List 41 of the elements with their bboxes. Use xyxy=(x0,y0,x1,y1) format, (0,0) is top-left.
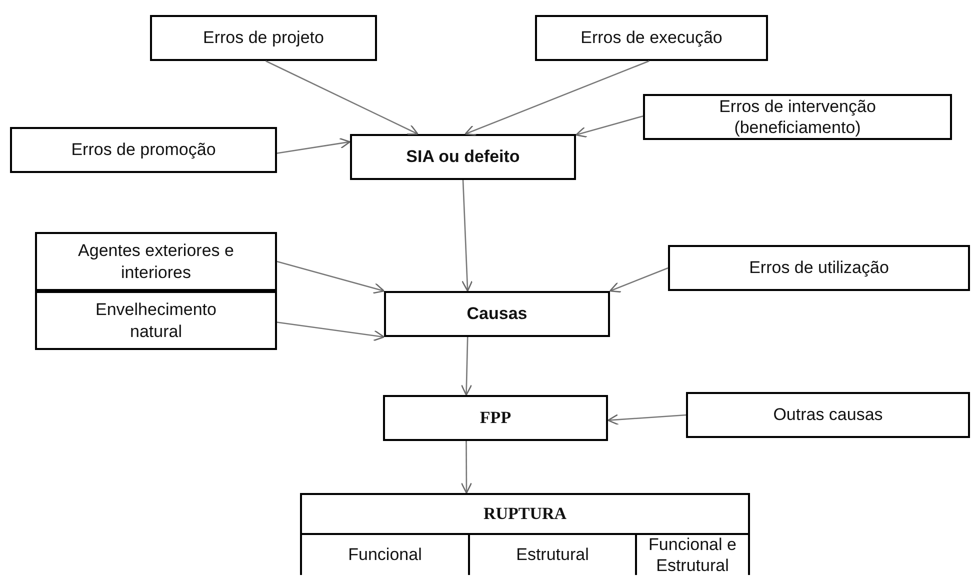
process-box xyxy=(468,533,635,575)
process-box xyxy=(686,392,970,438)
box-label: Erros de execução xyxy=(580,27,722,49)
process-box xyxy=(10,127,277,173)
table-header: RUPTURA xyxy=(482,503,568,524)
process-box xyxy=(383,395,608,441)
arrow xyxy=(464,60,650,136)
box-label: Erros de intervenção (beneficiamento) xyxy=(718,96,877,138)
arrow xyxy=(276,138,351,154)
box-label: SIA ou defeito xyxy=(406,146,520,168)
arrow xyxy=(265,60,418,135)
box-label: Erros de promoção xyxy=(71,139,216,161)
box-label: Erros de projeto xyxy=(203,27,324,49)
arrow xyxy=(607,414,686,426)
box-label: FPP xyxy=(480,407,512,429)
process-box xyxy=(535,15,768,61)
box-label: Erros de utilização xyxy=(749,257,889,279)
box-label: Agentes exteriores e interiores xyxy=(77,240,235,283)
arrow xyxy=(276,322,385,342)
box-label: Estrutural xyxy=(516,544,589,566)
box-label: Causas xyxy=(466,303,528,325)
box-label: Funcional e Estrutural xyxy=(648,534,738,576)
process-box xyxy=(35,291,277,350)
arrow xyxy=(460,336,472,396)
process-box xyxy=(302,533,468,575)
arrow xyxy=(462,180,473,292)
process-box xyxy=(643,94,952,140)
arrow xyxy=(460,441,472,494)
process-box xyxy=(668,245,970,291)
arrow xyxy=(575,115,644,138)
box-label: Outras causas xyxy=(773,404,883,426)
process-box xyxy=(384,291,610,337)
box-label: Funcional xyxy=(348,544,422,566)
arrow xyxy=(276,260,385,294)
process-box xyxy=(35,232,277,291)
arrow xyxy=(609,267,668,293)
box-label: Envelhecimento natural xyxy=(94,299,218,342)
table-box xyxy=(300,493,750,575)
process-box xyxy=(635,533,748,575)
process-box xyxy=(150,15,377,61)
process-box xyxy=(350,134,576,180)
